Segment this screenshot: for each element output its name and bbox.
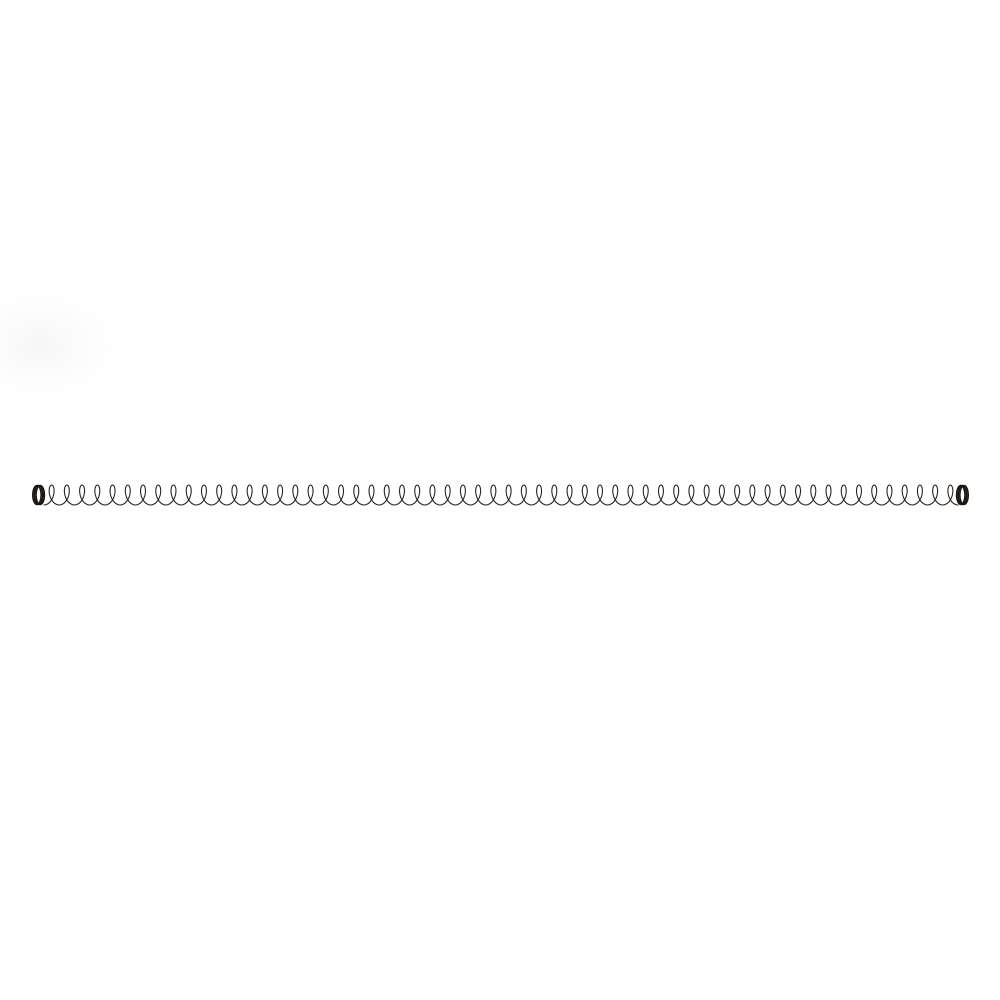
spring-coil-wire: [43, 484, 959, 506]
spring-end-coil-left: [31, 484, 46, 506]
end-coil-loop: [35, 484, 46, 506]
end-coil-loop: [955, 484, 966, 506]
spring-end-coil-right: [955, 484, 969, 506]
